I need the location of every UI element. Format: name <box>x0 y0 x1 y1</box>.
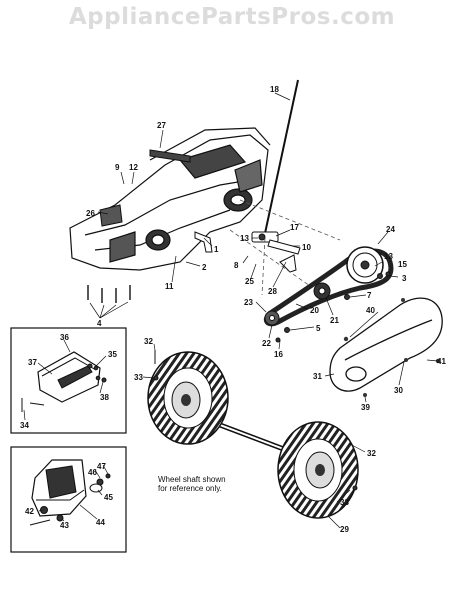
callout-11: 11 <box>165 282 174 291</box>
callout-43: 43 <box>60 521 69 530</box>
callout-29: 29 <box>340 525 349 534</box>
callout-10: 10 <box>302 243 311 252</box>
belt-cover-part-31 <box>329 297 443 392</box>
callout-37: 37 <box>28 358 37 367</box>
inset-hardware-lower <box>29 473 111 526</box>
callout-24: 24 <box>386 225 395 234</box>
callout-41: 41 <box>437 357 446 366</box>
callout-28: 28 <box>268 287 277 296</box>
callout-7: 7 <box>367 291 372 300</box>
callout-labels: 27 9 12 26 18 17 13 10 24 8 25 28 2 1 11… <box>20 85 446 534</box>
callout-15: 15 <box>398 260 407 269</box>
callout-26: 26 <box>86 209 95 218</box>
callout-34: 34 <box>20 421 29 430</box>
callout-38: 38 <box>100 393 109 402</box>
callout-39: 39 <box>361 403 370 412</box>
cover-hardware <box>343 298 441 397</box>
callout-30: 30 <box>394 386 403 395</box>
guard-part-44 <box>31 459 87 517</box>
callout-32b: 32 <box>367 449 376 458</box>
tire-lower-part-29 <box>277 421 359 519</box>
callout-3: 3 <box>402 274 407 283</box>
callout-9: 9 <box>115 163 120 172</box>
callout-4: 4 <box>97 319 102 328</box>
callout-40: 40 <box>366 306 375 315</box>
callout-20: 20 <box>310 306 319 315</box>
tire-upper-part-32 <box>147 351 229 445</box>
bracket-part-28 <box>279 254 297 273</box>
callout-35: 35 <box>108 350 117 359</box>
callout-2: 2 <box>202 263 207 272</box>
callout-33b: 33 <box>340 498 349 507</box>
belt-drive <box>263 246 394 327</box>
callout-42: 42 <box>25 507 34 516</box>
pulley-hardware <box>275 271 391 343</box>
note-line-2: for reference only. <box>158 484 222 493</box>
callout-27: 27 <box>157 121 166 130</box>
shaft-part-27 <box>149 149 191 163</box>
bracket-part-1 <box>194 231 213 253</box>
callout-8: 8 <box>234 261 239 270</box>
callout-36: 36 <box>60 333 69 342</box>
callout-47: 47 <box>97 462 106 471</box>
callout-5: 5 <box>316 324 321 333</box>
transmission-housing <box>69 127 271 271</box>
note-line-1: Wheel shaft shown <box>158 475 226 484</box>
callout-16: 16 <box>274 350 283 359</box>
shift-rod-part-18 <box>263 79 299 239</box>
callout-45: 45 <box>104 493 113 502</box>
cowl-part-36 <box>37 351 101 403</box>
callout-25: 25 <box>245 277 254 286</box>
callout-1: 1 <box>214 245 219 254</box>
callout-33a: 33 <box>134 373 143 382</box>
bracket-part-26 <box>99 204 123 227</box>
callout-32a: 32 <box>144 337 153 346</box>
leader-lines <box>23 92 439 529</box>
watermark: AppliancePartsPros.com <box>68 4 396 30</box>
shifter-assembly <box>251 231 301 255</box>
callout-44: 44 <box>96 518 105 527</box>
callout-23: 23 <box>244 298 253 307</box>
callout-46: 46 <box>88 468 97 477</box>
callout-22: 22 <box>262 339 271 348</box>
callout-12: 12 <box>129 163 138 172</box>
callout-13a: 13 <box>240 234 249 243</box>
callout-18: 18 <box>270 85 279 94</box>
inset-hardware-upper <box>21 363 107 412</box>
callout-13b: 13 <box>384 252 393 261</box>
callout-17: 17 <box>290 223 299 232</box>
callout-21: 21 <box>330 316 339 325</box>
bolts-part-4 <box>87 285 131 303</box>
callout-31: 31 <box>313 372 322 381</box>
reference-note: Wheel shaft shown for reference only. <box>158 475 226 493</box>
